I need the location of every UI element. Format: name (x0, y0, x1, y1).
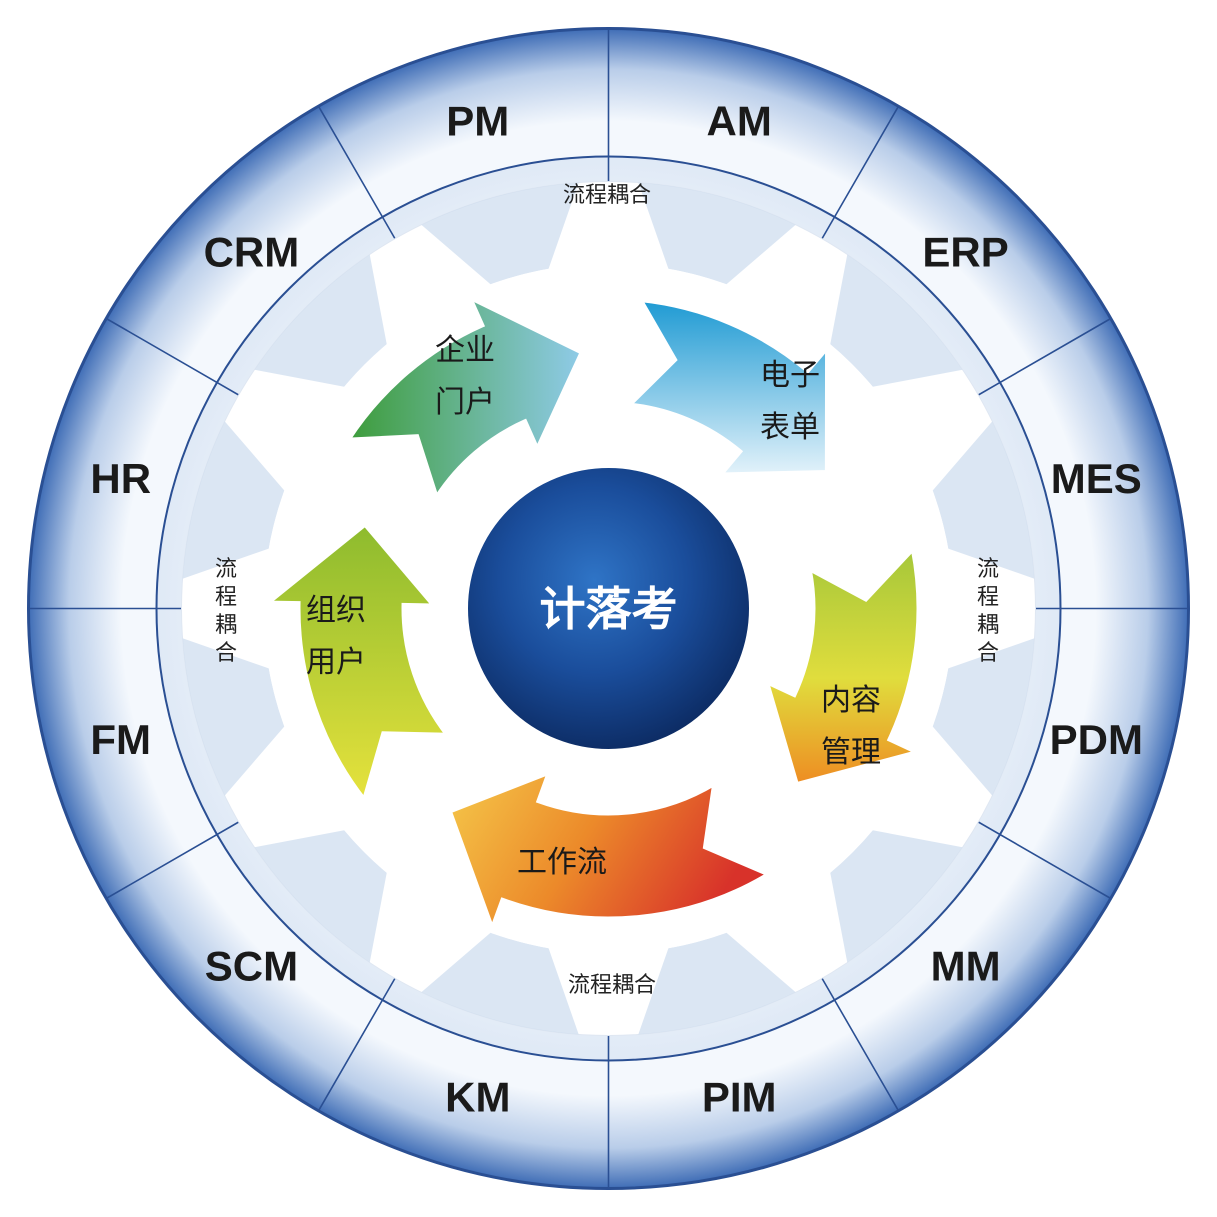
system-label-pdm: PDM (1050, 716, 1143, 763)
portal-arrow (344, 293, 585, 502)
coupling-sector (182, 638, 285, 796)
ring-divider (105, 816, 248, 900)
system-label-fm: FM (90, 716, 151, 763)
ring-divider (317, 969, 401, 1112)
module-content-line1: 内容 (821, 683, 881, 718)
module-form-line2: 表单 (760, 410, 820, 445)
module-workflow-line1: 工作流 (517, 845, 607, 880)
ring-divider (816, 969, 900, 1112)
ring-divider (816, 105, 900, 248)
coupling-label-right: 流程耦合 (977, 557, 999, 666)
module-users-line2: 用户 (306, 645, 366, 680)
system-label-km: KM (445, 1073, 510, 1120)
coupling-sector (182, 421, 285, 579)
module-form-line1: 电子 (760, 358, 820, 393)
coupling-sector (254, 830, 387, 963)
system-label-scm: SCM (205, 943, 298, 990)
form-arrow (625, 297, 830, 477)
users-arrow (263, 521, 452, 804)
module-cycle (263, 293, 923, 934)
coupling-sector (932, 421, 1035, 579)
coupling-sector (421, 932, 579, 1035)
coupling-sector (254, 254, 387, 387)
coupling-sector (638, 932, 796, 1035)
system-label-pim: PIM (702, 1073, 777, 1120)
coupling-label-bottom: 流程耦合 (568, 973, 656, 998)
system-label-pm: PM (446, 98, 509, 145)
coupling-sector (421, 182, 579, 285)
system-label-mes: MES (1051, 455, 1142, 502)
system-label-erp: ERP (922, 228, 1008, 275)
system-label-am: AM (707, 98, 772, 145)
coupling-sector (932, 638, 1035, 796)
module-portal-line1: 企业 (435, 333, 495, 368)
center-hub (465, 465, 752, 752)
coupling-sector (638, 182, 796, 285)
ring-divider (105, 317, 248, 401)
system-label-crm: CRM (204, 228, 300, 275)
coupling-label-left: 流程耦合 (215, 557, 237, 666)
ring-divider (969, 816, 1112, 900)
ring-divider (969, 317, 1112, 401)
module-portal-line2: 门户 (435, 385, 495, 420)
system-label-mm: MM (931, 943, 1001, 990)
workflow-arrow (447, 769, 773, 934)
content-arrow (763, 545, 923, 787)
coupling-sector (830, 254, 963, 387)
ring-divider (317, 105, 401, 248)
module-users-line1: 组织 (306, 593, 366, 628)
coupling-label-top: 流程耦合 (563, 183, 651, 208)
system-label-hr: HR (90, 455, 151, 502)
center-title: 计落考 (540, 582, 678, 636)
coupling-sector (830, 830, 963, 963)
module-content-line2: 管理 (821, 735, 881, 770)
